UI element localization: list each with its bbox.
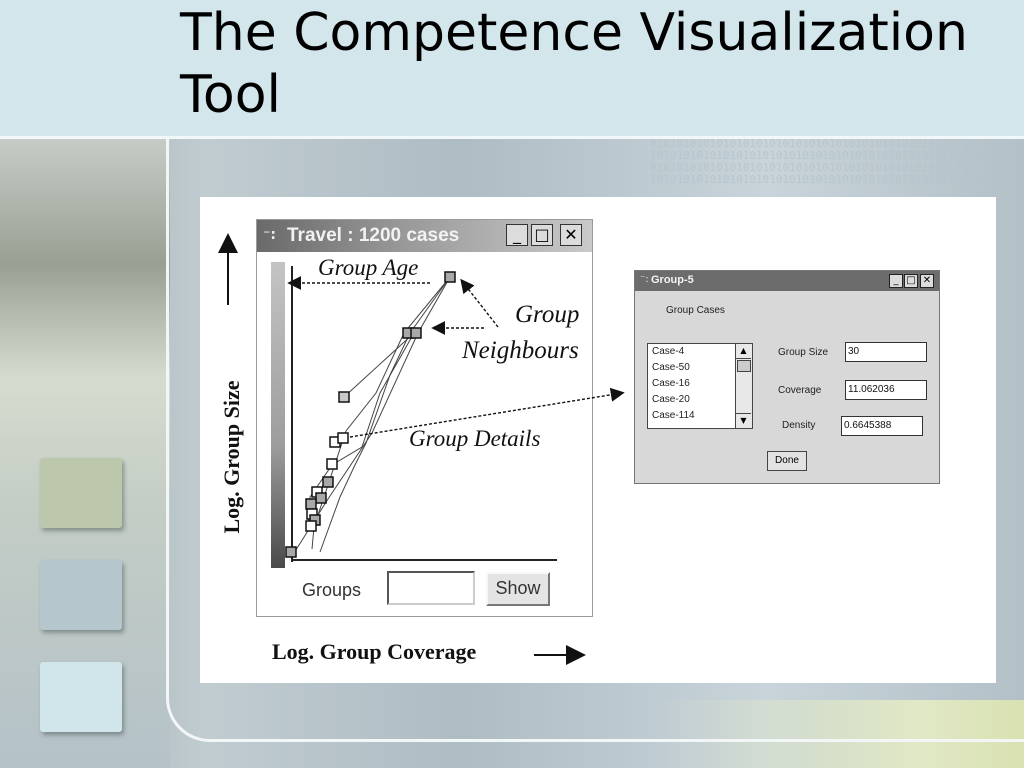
group-marker — [338, 391, 350, 403]
group-details-label: Group Details — [409, 426, 541, 451]
group-size-label: Group Size — [778, 347, 829, 358]
dialog-menu-icon[interactable]: ⁻: — [640, 274, 649, 285]
group-marker — [315, 492, 327, 504]
group-details-dialog: ⁻: Group-5 _ □ ✕ Group Cases Case-4 Case… — [634, 270, 940, 484]
group-marker — [285, 546, 297, 558]
title-band — [0, 0, 1024, 136]
list-item[interactable]: Case-20 — [652, 394, 690, 405]
group-age-label: Group Age — [318, 255, 419, 280]
scroll-up-icon[interactable]: ▲ — [736, 344, 751, 359]
group-markers — [285, 271, 456, 558]
plot-x-axis — [291, 559, 557, 561]
maximize-button[interactable]: □ — [531, 224, 553, 246]
list-item[interactable]: Case-114 — [652, 410, 695, 421]
coverage-label: Coverage — [778, 385, 822, 396]
list-item[interactable]: Case-16 — [652, 378, 690, 389]
dialog-close-button[interactable]: ✕ — [920, 274, 934, 288]
travel-window-title: Travel : 1200 cases — [287, 225, 460, 246]
title-divider — [0, 136, 1024, 139]
group-details-arrow — [349, 387, 625, 438]
group-cases-label: Group Cases — [666, 305, 725, 316]
slide-title: The Competence Visualization Tool — [180, 3, 968, 125]
y-axis-title: Log. Group Size — [212, 337, 252, 577]
scroll-thumb[interactable] — [737, 360, 751, 372]
dialog-minimize-button[interactable]: _ — [889, 274, 903, 288]
group-label: Group — [515, 301, 580, 328]
bottom-right-glow — [660, 700, 1024, 768]
density-label: Density — [782, 420, 816, 431]
listbox-scrollbar[interactable]: ▲ ▼ — [735, 344, 752, 428]
neighbours-label: Neighbours — [462, 337, 579, 364]
dialog-title: Group-5 — [651, 274, 694, 286]
coverage-field[interactable]: 11.062036 — [845, 380, 927, 400]
group-marker — [444, 271, 456, 283]
group-size-field[interactable]: 30 — [845, 342, 927, 362]
close-button[interactable]: ✕ — [560, 224, 582, 246]
window-menu-icon[interactable]: ⁻: — [263, 227, 276, 243]
density-field[interactable]: 0.6645388 — [841, 416, 923, 436]
list-item[interactable]: Case-50 — [652, 362, 690, 373]
binary-pattern-decoration: 0101010101010101010101010101010101010101… — [650, 138, 1024, 186]
dialog-maximize-button[interactable]: □ — [904, 274, 918, 288]
group-marker — [410, 327, 422, 339]
neighbours-arrow-upper — [460, 278, 499, 328]
decorative-square-blue — [40, 560, 122, 630]
group-marker — [322, 476, 334, 488]
list-item[interactable]: Case-4 — [652, 346, 685, 357]
show-button[interactable]: Show — [486, 572, 550, 606]
travel-window-titlebar[interactable]: ⁻: Travel : 1200 cases _ □ ✕ — [257, 220, 592, 252]
x-axis-title: Log. Group Coverage — [272, 639, 477, 664]
group-marker — [305, 498, 317, 510]
group-marker — [305, 520, 317, 532]
decorative-square-light — [40, 662, 122, 732]
plot-overlay — [218, 233, 625, 665]
plot-y-axis — [291, 266, 293, 562]
content-panel-frame — [166, 139, 1024, 742]
dialog-titlebar[interactable]: ⁻: Group-5 _ □ ✕ — [635, 271, 939, 291]
y-axis-title-text: Log. Group Size — [219, 380, 244, 534]
travel-window: ⁻: Travel : 1200 cases _ □ ✕ Groups Show — [256, 219, 593, 617]
decorative-square-green — [40, 458, 122, 528]
group-age-gradient-bar — [271, 262, 285, 568]
figure-image: ⁻: Travel : 1200 cases _ □ ✕ Groups Show — [200, 197, 996, 683]
minimize-button[interactable]: _ — [506, 224, 528, 246]
done-button[interactable]: Done — [767, 451, 807, 471]
scroll-down-icon[interactable]: ▼ — [736, 413, 751, 428]
groups-input[interactable] — [387, 571, 475, 605]
groups-label: Groups — [302, 580, 362, 600]
group-marker — [337, 432, 349, 444]
group-marker — [326, 458, 338, 470]
group-cases-listbox[interactable]: Case-4 Case-50 Case-16 Case-20 Case-114 … — [647, 343, 753, 429]
